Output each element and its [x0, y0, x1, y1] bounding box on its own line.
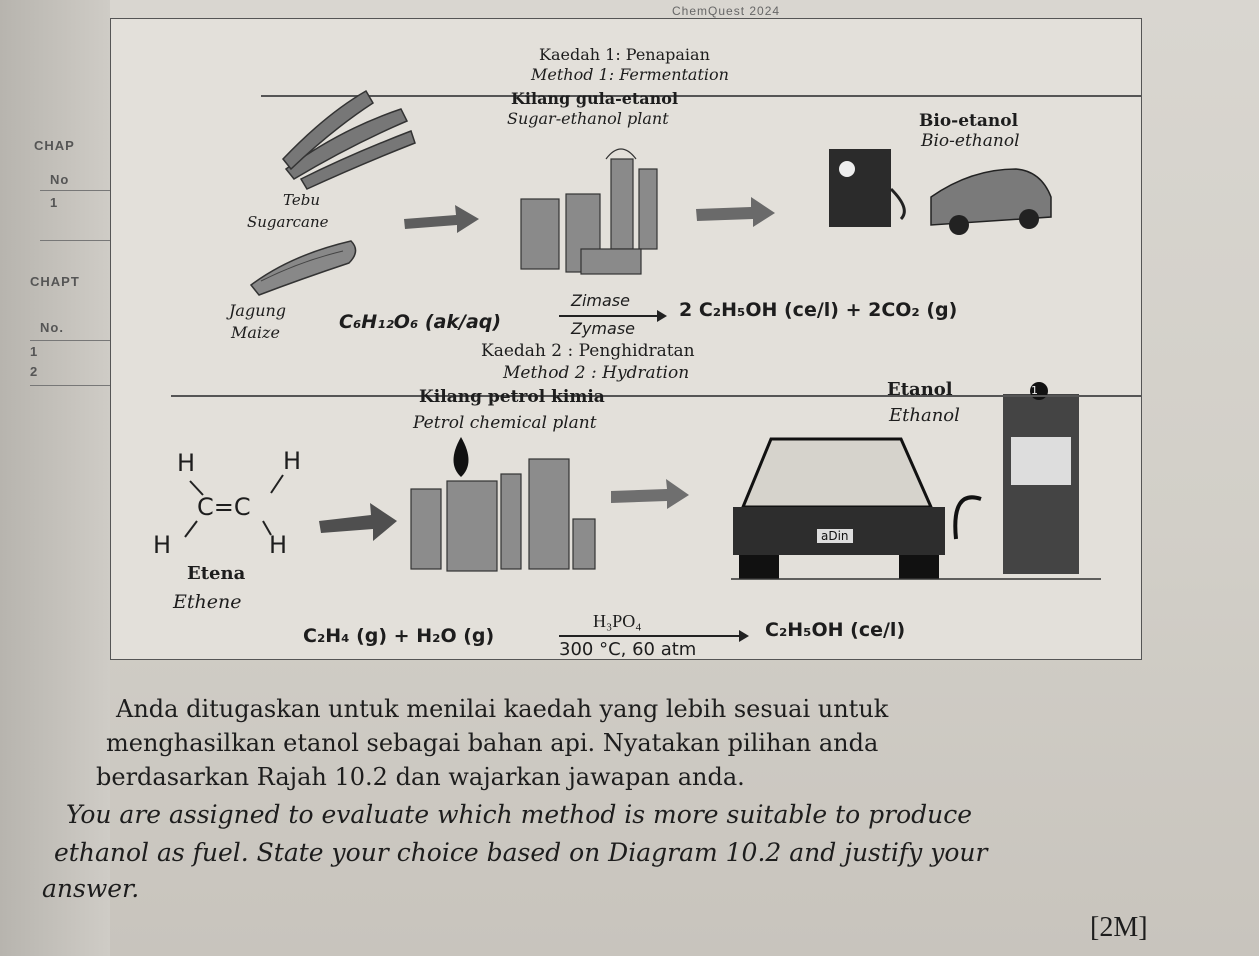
- pump-number: 1: [1031, 384, 1038, 397]
- car-plate: aDin: [817, 529, 853, 543]
- method2-title-en: Method 2 : Hydration: [503, 363, 690, 383]
- diagram-10-2: Kaedah 1: Penapaian Method 1: Fermentati…: [110, 18, 1142, 660]
- sugarcane-icon: [282, 89, 416, 190]
- equation1-reactant: C₆H₁₂O₆ (ak/aq): [339, 311, 502, 333]
- margin-no2-label: No.: [40, 320, 64, 335]
- question-line1-ms: Anda ditugaskan untuk menilai kaedah yan…: [116, 695, 889, 723]
- ethene-carbon-double-bond: C=C: [197, 493, 251, 521]
- ethanol-pump-icon: [953, 382, 1079, 574]
- method1-title-ms: Kaedah 1: Penapaian: [539, 45, 710, 64]
- flow-arrow-2-icon: [319, 479, 689, 541]
- method2-title-ms: Kaedah 2 : Penghidratan: [481, 341, 695, 361]
- equation2-conditions: 300 °C, 60 atm: [559, 639, 697, 660]
- ethene-label-ms: Etena: [187, 563, 246, 584]
- ethene-atom-h1: H: [177, 449, 196, 477]
- sugar-ethanol-plant-icon: [520, 148, 658, 275]
- margin-chapt-label: CHAPT: [30, 274, 80, 289]
- flow-arrow-icon: [404, 197, 775, 233]
- equation2-reactant: C₂H₄ (g) + H₂O (g): [303, 625, 495, 647]
- equation1-product: 2 C₂H₅OH (ce/l) + 2CO₂ (g): [679, 299, 958, 321]
- ethene-label-en: Ethene: [173, 591, 242, 613]
- petrol-chemical-plant-icon: [410, 458, 596, 572]
- question-line1-en: You are assigned to evaluate which metho…: [66, 800, 973, 829]
- source-maize-en: Maize: [231, 323, 280, 342]
- book-header: ChemQuest 2024: [672, 4, 781, 18]
- margin-chap-label: CHAP: [34, 138, 75, 153]
- equation2-product: C₂H₅OH (ce/l): [765, 619, 906, 641]
- oil-drop-icon: [453, 437, 469, 477]
- margin-num-label: 1: [50, 195, 59, 210]
- question-line3-en: answer.: [42, 874, 140, 903]
- margin-num2b-label: 2: [30, 364, 39, 379]
- method1-product-en: Bio-ethanol: [921, 131, 1020, 151]
- method2-plant-ms: Kilang petrol kimia: [419, 387, 605, 407]
- equation2-catalyst: H₃PO₄: [593, 611, 642, 631]
- method2-product-en: Ethanol: [889, 405, 960, 426]
- margin-num2a-label: 1: [30, 344, 39, 359]
- ethene-atom-h2: H: [283, 447, 302, 475]
- source-sugarcane-ms: Tebu: [283, 191, 320, 209]
- question-line2-ms: menghasilkan etanol sebagai bahan api. N…: [106, 729, 879, 757]
- ethene-atom-h3: H: [153, 531, 172, 559]
- question-line2-en: ethanol as fuel. State your choice based…: [54, 838, 988, 867]
- source-maize-ms: Jagung: [229, 301, 287, 320]
- marks-badge: [2M]: [1090, 912, 1148, 943]
- method2-product-ms: Etanol: [887, 379, 953, 400]
- car-icon: [930, 168, 1052, 235]
- question-line3-ms: berdasarkan Rajah 10.2 dan wajarkan jawa…: [96, 763, 745, 791]
- bioethanol-pump-icon: [829, 149, 906, 227]
- method1-illustrations: [184, 89, 1101, 580]
- previous-page-margin: CHAP No 1 CHAPT No. 1 2: [0, 0, 110, 956]
- equation1-catalyst-en: Zymase: [571, 319, 635, 338]
- method1-product-ms: Bio-etanol: [919, 111, 1019, 131]
- method1-title-en: Method 1: Fermentation: [531, 65, 729, 84]
- car-front-icon: [733, 437, 945, 579]
- ethene-atom-h4: H: [269, 531, 288, 559]
- margin-no-label: No: [50, 172, 70, 187]
- maize-icon: [249, 240, 357, 296]
- method2-plant-en: Petrol chemical plant: [413, 413, 597, 433]
- equation1-catalyst-ms: Zimase: [571, 291, 630, 310]
- ethene-bond-lines: [184, 474, 284, 538]
- source-sugarcane-en: Sugarcane: [247, 213, 329, 231]
- method1-plant-en: Sugar-ethanol plant: [507, 109, 669, 128]
- method1-plant-ms: Kilang gula-etanol: [511, 89, 679, 108]
